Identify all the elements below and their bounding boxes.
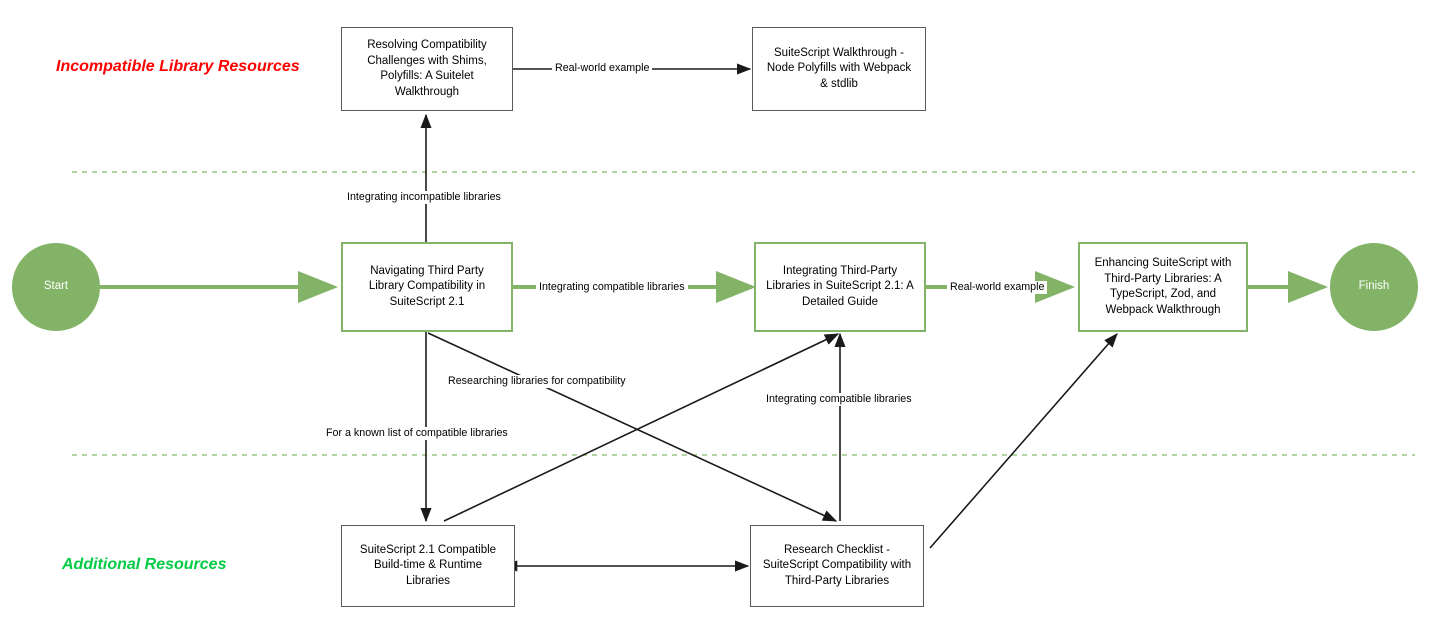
swimlane-label-incompatible: Incompatible Library Resources [56,58,300,75]
node-integrating-third-party[interactable]: Integrating Third-Party Libraries in Sui… [754,242,926,332]
node-research-checklist[interactable]: Research Checklist - SuiteScript Compati… [750,525,924,607]
node-navigating-third-party[interactable]: Navigating Third Party Library Compatibi… [341,242,513,332]
edge-label-integrating-incompatible: Integrating incompatible libraries [344,191,504,204]
node-enhancing-suitescript-label: Enhancing SuiteScript with Third-Party L… [1094,257,1232,316]
edge-label-researching-libraries: Researching libraries for compatibility [445,375,629,388]
edge-label-known-list: For a known list of compatible libraries [323,427,511,440]
node-compatible-libraries-label: SuiteScript 2.1 Compatible Build-time & … [359,543,497,587]
node-start-label: Start [43,280,69,293]
edge-research-checklist-to-enhancing [929,333,1118,549]
node-suitescript-walkthrough[interactable]: SuiteScript Walkthrough - Node Polyfills… [752,27,926,111]
node-research-checklist-label: Research Checklist - SuiteScript Compati… [762,543,912,587]
edge-label-integrating-compatible-mid: Integrating compatible libraries [536,281,688,294]
node-suitescript-walkthrough-label: SuiteScript Walkthrough - Node Polyfills… [766,46,912,90]
swimlane-label-additional: Additional Resources [62,556,227,573]
node-resolving-compatibility-label: Resolving Compatibility Challenges with … [367,39,487,98]
node-finish[interactable]: Finish [1330,243,1418,331]
node-integrating-third-party-label: Integrating Third-Party Libraries in Sui… [766,264,914,308]
node-navigating-third-party-label: Navigating Third Party Library Compatibi… [368,264,486,308]
node-resolving-compatibility[interactable]: Resolving Compatibility Challenges with … [341,27,513,111]
node-enhancing-suitescript[interactable]: Enhancing SuiteScript with Third-Party L… [1078,242,1248,332]
edge-label-real-world-top: Real-world example [552,62,653,75]
edge-label-integrating-compatible-lower: Integrating compatible libraries [763,393,915,406]
edge-label-real-world-mid: Real-world example [947,281,1048,294]
node-start[interactable]: Start [12,243,100,331]
node-finish-label: Finish [1358,280,1390,293]
node-compatible-libraries[interactable]: SuiteScript 2.1 Compatible Build-time & … [341,525,515,607]
